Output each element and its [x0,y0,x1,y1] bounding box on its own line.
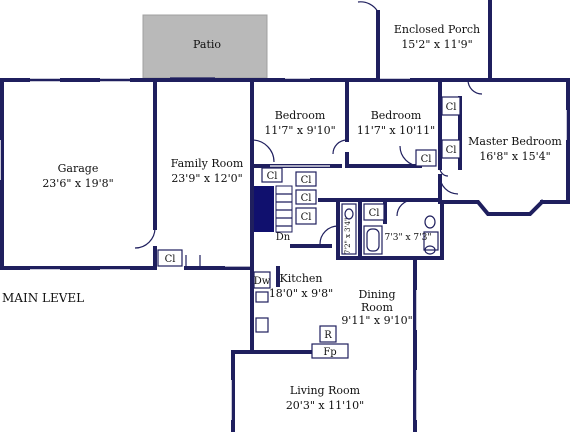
closet-label: Cl [301,193,312,204]
closets: Cl Cl Cl Cl Cl Cl Cl Cl Cl [157,96,461,267]
kitchen-fixtures: Dw R Fp [253,271,349,359]
master-bedroom-name: Master Bedroom [468,135,562,148]
bath-2-dims: 7'3" x 7'3" [385,233,432,243]
enclosed-porch-dims: 15'2" x 11'9" [401,38,472,51]
family-room-dims: 23'9" x 12'0" [171,172,242,185]
patio-label: Patio [193,38,221,51]
windows [0,77,567,420]
level-label: MAIN LEVEL [2,291,84,305]
living-room-dims: 20'3" x 11'10" [286,399,364,412]
kitchen-dims: 18'0" x 9'8" [269,287,333,300]
fireplace-label: Fp [323,347,336,358]
closet-label: Cl [267,171,278,182]
room-labels: Enclosed Porch 15'2" x 11'9" Garage 23'6… [42,23,562,412]
bath-fixtures [341,203,439,255]
garage-dims: 23'6" x 19'8" [42,177,113,190]
garage-name: Garage [58,162,99,175]
patio: Patio [142,14,268,79]
bath-1-dims: 7'2" x 3'4" [344,218,352,255]
refrigerator-label: R [324,330,332,341]
closet-label: Cl [446,102,457,113]
bedroom-2-name: Bedroom [371,109,422,122]
bedroom-2-dims: 11'7" x 10'11" [357,124,435,137]
down-stairs-label: Dn [276,232,291,243]
closet-label: Cl [301,212,312,223]
master-bedroom-dims: 16'8" x 15'4" [479,150,550,163]
bedroom-1-name: Bedroom [275,109,326,122]
bedroom-1-dims: 11'7" x 9'10" [264,124,335,137]
kitchen-name: Kitchen [280,272,323,285]
dining-room-name-2: Room [361,301,394,314]
closet-label: Cl [301,175,312,186]
closet-label: Cl [446,145,457,156]
dishwasher-label: Dw [254,276,271,287]
dining-room-dims: 9'11" x 9'10" [341,314,412,327]
dining-room-name: Dining [358,288,395,301]
living-room-name: Living Room [290,384,361,397]
closet-label: Cl [421,154,432,165]
door-swings [134,1,483,270]
family-room-name: Family Room [171,157,244,170]
closet-label: Cl [369,208,380,219]
staircase: Dn [254,185,293,243]
enclosed-porch-name: Enclosed Porch [394,23,480,36]
closet-label: Cl [165,254,176,265]
